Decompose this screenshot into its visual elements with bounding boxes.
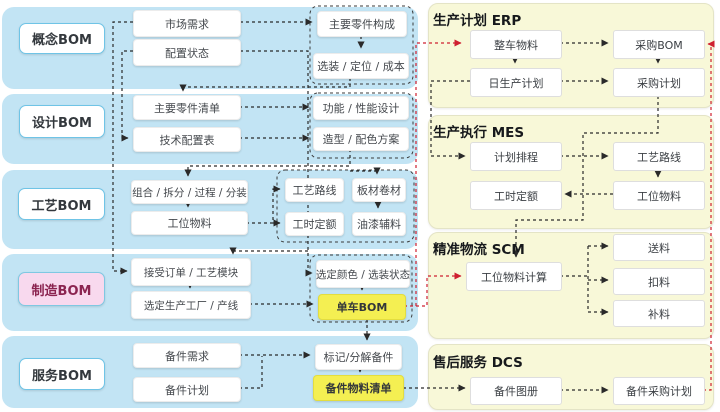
bom-label-service: 服务BOM	[19, 358, 105, 390]
node-purchase-plan: 采购计划	[613, 68, 705, 97]
node-mark-decompose-spares: 标记/分解备件	[315, 344, 402, 370]
node-market-demand: 市场需求	[133, 10, 241, 37]
node-styling-color-scheme: 造型 / 配色方案	[313, 127, 409, 151]
node-tech-config-table: 技术配置表	[133, 127, 241, 152]
node-spare-parts-bom: 备件物料清单	[313, 375, 404, 401]
node-replenish-material: 补料	[613, 300, 705, 327]
node-spare-parts-atlas: 备件图册	[470, 377, 562, 405]
node-spare-purchase-plan: 备件采购计划	[613, 377, 705, 405]
node-select-factory-line: 选定生产工厂 / 产线	[131, 291, 251, 319]
node-process-route: 工艺路线	[285, 178, 344, 202]
node-main-parts-composition: 主要零件构成	[317, 11, 407, 37]
panel-title-mes: 生产执行 MES	[433, 125, 525, 141]
bom-label-manufacturing: 制造BOM	[18, 272, 105, 306]
node-feed-material: 送料	[613, 234, 705, 261]
node-paint-auxiliary-material: 油漆辅料	[352, 212, 406, 236]
node-process-route-mes: 工艺路线	[613, 142, 705, 171]
panel-title-scm: 精准物流 SCM	[433, 242, 525, 258]
node-station-material: 工位物料	[131, 211, 248, 235]
node-station-material-mes: 工位物料	[613, 181, 705, 210]
node-single-vehicle-bom: 单车BOM	[318, 294, 406, 320]
node-config-status: 配置状态	[133, 39, 241, 66]
node-spare-parts-demand: 备件需求	[133, 343, 241, 368]
node-daily-production-plan: 日生产计划	[470, 68, 562, 97]
node-combine-split-process-subpack: 组合 / 拆分 / 过程 / 分装	[131, 180, 248, 204]
node-purchase-bom: 采购BOM	[613, 30, 705, 59]
node-workhour-quota: 工时定额	[285, 212, 344, 236]
bom-label-concept: 概念BOM	[19, 23, 105, 54]
node-station-material-calc: 工位物料计算	[466, 262, 562, 291]
node-workhour-quota-mes: 工时定额	[470, 181, 562, 210]
panel-title-dcs: 售后服务 DCS	[433, 355, 523, 371]
node-select-color-option-status: 选定颜色 / 选装状态	[316, 260, 410, 288]
node-plan-scheduling: 计划排程	[470, 142, 562, 171]
node-main-parts-list: 主要零件清单	[133, 95, 241, 120]
node-vehicle-material: 整车物料	[470, 30, 562, 59]
bom-label-process: 工艺BOM	[18, 188, 105, 220]
node-sheet-coil-material: 板材卷材	[352, 178, 406, 202]
bom-label-design: 设计BOM	[19, 105, 105, 138]
node-spare-parts-plan: 备件计划	[133, 377, 241, 402]
node-function-performance-design: 功能 / 性能设计	[313, 96, 409, 120]
node-option-position-cost: 选装 / 定位 / 成本	[313, 53, 409, 79]
node-accept-order-process-module: 接受订单 / 工艺模块	[131, 258, 251, 286]
panel-title-erp: 生产计划 ERP	[433, 13, 522, 29]
node-deduct-material: 扣料	[613, 268, 705, 295]
